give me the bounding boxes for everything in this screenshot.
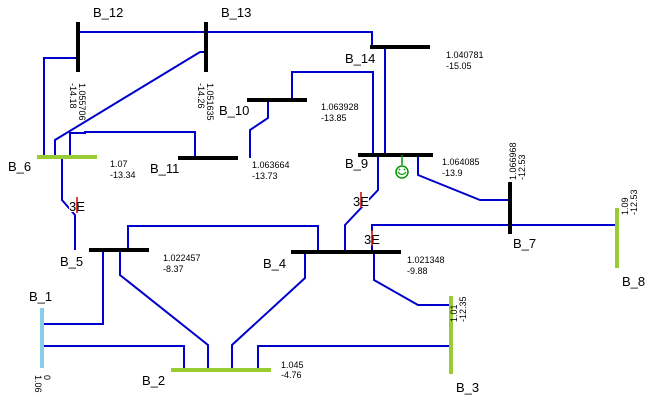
bus-label-b13: B_13: [221, 5, 251, 20]
line-b1-b5[interactable]: [43, 250, 104, 325]
bus-bars: [37, 22, 619, 374]
generator-b9[interactable]: [395, 155, 409, 179]
angle-b8: -12.53: [629, 189, 639, 215]
line-b4-b3[interactable]: [373, 252, 450, 306]
generator-icon: [395, 165, 409, 179]
voltage-b14: 1.040781: [446, 50, 484, 60]
lines: [43, 31, 617, 370]
line-b6-b11[interactable]: [69, 131, 196, 158]
bus-label-b11: B_11: [150, 161, 179, 176]
voltage-b3: 1.01: [449, 304, 459, 322]
bus-values-rotated: 1.06 0 1.01 -12.35 1.066968 -12.53 1.09 …: [33, 83, 639, 393]
bus-label-b2: B_2: [142, 373, 165, 388]
line-b2-b5[interactable]: [119, 250, 209, 370]
angle-b6: -13.34: [110, 170, 136, 180]
bus-label-b12: B_12: [93, 5, 123, 20]
voltage-b13: 1.051635: [205, 83, 215, 121]
bus-label-b10: B_10: [219, 103, 249, 118]
voltage-b12: 1.055706: [77, 83, 87, 121]
generator-smile-icon: [397, 171, 407, 176]
line-b2-b4[interactable]: [231, 252, 306, 370]
voltage-b6: 1.07: [110, 159, 128, 169]
bus-label-b1: B_1: [29, 289, 52, 304]
voltage-b10: 1.063928: [321, 102, 359, 112]
angle-b4: -9.88: [407, 266, 428, 276]
line-b6-b13[interactable]: [54, 51, 206, 157]
angle-b1: 0: [42, 375, 52, 380]
bus-label-b9: B_9: [345, 156, 368, 171]
line-b2-b3[interactable]: [257, 345, 450, 370]
voltage-b7: 1.066968: [508, 142, 518, 180]
voltage-b1: 1.06: [33, 375, 43, 393]
angle-b2: -4.76: [281, 370, 302, 380]
voltage-b9: 1.064085: [442, 157, 480, 167]
transformer-b5-b6[interactable]: 3E: [69, 197, 85, 214]
angle-b7: -12.53: [517, 154, 527, 180]
line-b9-b10[interactable]: [291, 71, 374, 155]
line-b5-b6[interactable]: [61, 157, 76, 250]
line-b4-b7[interactable]: [371, 224, 510, 252]
bus-label-b7: B_7: [513, 236, 536, 251]
angle-b3: -12.35: [458, 296, 468, 322]
line-b10-b11[interactable]: [249, 100, 269, 158]
voltage-b5: 1.022457: [163, 253, 201, 263]
bus-label-b14: B_14: [345, 51, 375, 66]
line-b1-b2[interactable]: [43, 345, 185, 370]
angle-b11: -13.73: [252, 171, 278, 181]
angle-b14: -15.05: [446, 61, 472, 71]
line-b9-b7[interactable]: [417, 155, 510, 201]
voltage-b4: 1.021348: [407, 255, 445, 265]
bus-labels: B_1 B_2 B_3 B_4 B_5 B_6 B_7 B_8 B_9 B_10…: [8, 5, 645, 395]
bus-label-b6: B_6: [8, 159, 31, 174]
angle-b13: -14.26: [196, 83, 206, 109]
bus-label-b4: B_4: [263, 256, 286, 271]
angle-b12: -14.18: [68, 83, 78, 109]
angle-b9: -13.9: [442, 168, 463, 178]
line-b6-b12[interactable]: [43, 57, 78, 157]
bus-values: 1.045 -4.76 1.021348 -9.88 1.022457 -8.3…: [110, 50, 484, 380]
voltage-b8: 1.09: [620, 197, 630, 215]
voltage-b11: 1.063664: [252, 160, 290, 170]
angle-b10: -13.85: [321, 113, 347, 123]
bus-label-b8: B_8: [622, 274, 645, 289]
line-b5-b4[interactable]: [127, 225, 319, 252]
angle-b5: -8.37: [163, 264, 184, 274]
bus-label-b3: B_3: [456, 380, 479, 395]
voltage-b2: 1.045: [281, 360, 304, 370]
transformer-b4-b7[interactable]: 3E: [364, 230, 380, 247]
line-b13-b14[interactable]: [206, 31, 373, 47]
bus-label-b5: B_5: [60, 254, 83, 269]
transformer-b4-b9[interactable]: 3E: [353, 192, 369, 209]
